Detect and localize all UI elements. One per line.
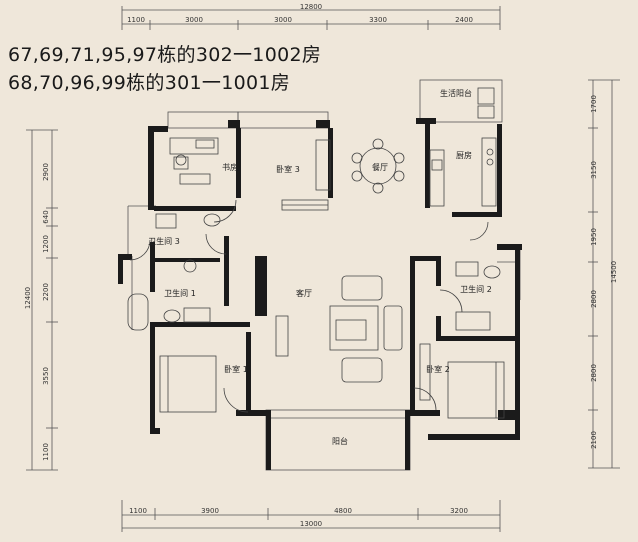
- bottom-dimension-4: 3200: [450, 507, 468, 515]
- bottom-dimension-lines: [121, 500, 501, 532]
- door-swings: [129, 199, 489, 413]
- top-dimension-1: 1100: [127, 16, 145, 24]
- bottom-dimension-2: 3900: [201, 507, 219, 515]
- bottom-dimension-1: 1100: [129, 507, 147, 515]
- top-dimension-2: 3000: [185, 16, 203, 24]
- room-label-bath-3: 卫生间 3: [148, 236, 180, 246]
- room-label-bedroom-2: 卧室 2: [426, 364, 450, 374]
- room-label-bedroom-3: 卧室 3: [276, 164, 300, 174]
- unit-caption-line-1: 67,69,71,95,97栋的302一1002房: [8, 44, 322, 66]
- left-dimension-5: 3550: [42, 367, 50, 385]
- right-dimension-6: 2100: [590, 431, 598, 449]
- top-dimension-3: 3000: [274, 16, 292, 24]
- room-label-service-balcony: 生活阳台: [440, 88, 472, 98]
- bottom-total-dimension: 13000: [300, 520, 322, 528]
- right-dimension-2: 3150: [590, 161, 598, 179]
- left-dimension-4: 2200: [42, 283, 50, 301]
- walls: [118, 118, 522, 470]
- room-label-bath-1: 卫生间 1: [164, 288, 196, 298]
- room-label-living: 客厅: [296, 288, 312, 298]
- top-total-dimension: 12800: [300, 3, 322, 11]
- left-dimension-3: 1200: [42, 235, 50, 253]
- room-label-study: 书房: [222, 162, 238, 172]
- right-dimension-lines: [588, 79, 620, 469]
- interior-lines: [127, 79, 521, 471]
- right-dimension-1: 1700: [590, 95, 598, 113]
- room-label-kitchen: 厨房: [456, 150, 472, 160]
- room-label-bath-2: 卫生间 2: [460, 284, 492, 294]
- unit-caption-line-2: 68,70,96,99栋的301一1001房: [8, 72, 291, 94]
- right-dimension-5: 2800: [590, 364, 598, 382]
- room-label-bedroom-1: 卧室 1: [224, 364, 248, 374]
- left-dimension-lines: [26, 129, 58, 471]
- top-dimension-lines: [121, 6, 501, 30]
- left-total-dimension: 12400: [24, 287, 32, 309]
- right-dimension-3: 1950: [590, 228, 598, 246]
- left-dimension-1: 2900: [42, 163, 50, 181]
- left-dimension-6: 1100: [42, 443, 50, 461]
- right-total-dimension: 14500: [610, 261, 618, 283]
- top-dimension-4: 3300: [369, 16, 387, 24]
- room-label-balcony: 阳台: [332, 436, 348, 446]
- right-dimension-4: 2800: [590, 290, 598, 308]
- bottom-dimension-3: 4800: [334, 507, 352, 515]
- top-dimension-5: 2400: [455, 16, 473, 24]
- room-label-dining: 餐厅: [372, 163, 388, 172]
- furniture: [127, 87, 505, 419]
- left-dimension-2: 640: [42, 210, 50, 223]
